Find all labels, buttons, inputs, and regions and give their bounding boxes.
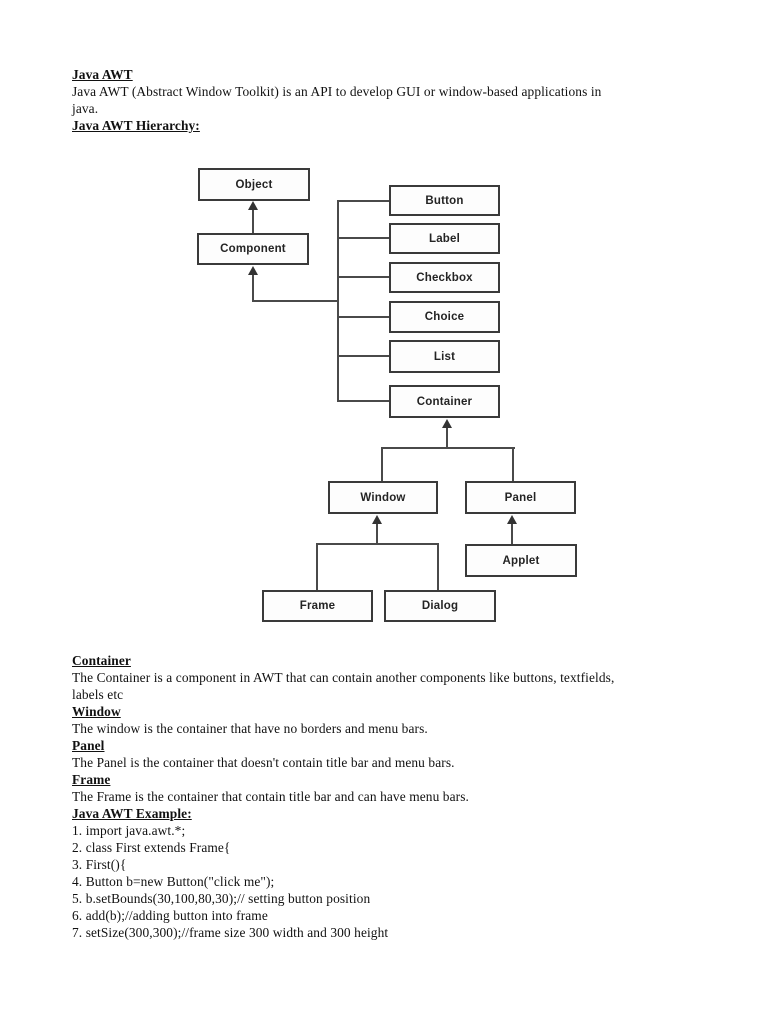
connector-window-children-vertical [376,524,378,545]
node-container: Container [389,385,500,418]
node-choice: Choice [389,301,500,333]
arrowhead-to-component [248,266,258,275]
heading-java-awt: Java AWT [72,67,133,82]
connector-stub-checkbox [339,276,389,278]
node-label: Label [389,223,500,254]
connector-stub-container [339,400,389,402]
container-line-2: labels etc [72,687,124,702]
connector-to-panel [512,447,514,481]
frame-line-1: The Frame is the container that contain … [72,789,469,804]
heading-window: Window [72,704,121,719]
panel-line-1: The Panel is the container that doesn't … [72,755,455,770]
node-component: Component [197,233,309,265]
arrowhead-to-container [442,419,452,428]
node-dialog: Dialog [384,590,496,622]
connector-children-component-horizontal [252,300,339,302]
arrowhead-to-object [248,201,258,210]
intro-line-1: Java AWT (Abstract Window Toolkit) is an… [72,84,602,99]
heading-hierarchy: Java AWT Hierarchy: [72,118,200,133]
code-line: 2. class First extends Frame{ [72,840,231,855]
connector-stub-label [339,237,389,239]
connector-container-children-vertical [446,428,448,449]
connector-to-frame [316,543,318,590]
arrowhead-to-panel [507,515,517,524]
connector-applet-panel [511,524,513,544]
node-panel: Panel [465,481,576,514]
connector-window-panel-horizontal [381,447,515,449]
node-object: Object [198,168,310,201]
code-line: 5. b.setBounds(30,100,80,30);// setting … [72,891,371,906]
connector-to-window [381,447,383,481]
node-button: Button [389,185,500,216]
node-checkbox: Checkbox [389,262,500,293]
code-line: 4. Button b=new Button("click me"); [72,874,275,889]
heading-frame: Frame [72,772,111,787]
connector-component-object [252,210,254,234]
intro-line-2: java. [72,101,99,116]
code-line: 6. add(b);//adding button into frame [72,908,268,923]
code-line: 7. setSize(300,300);//frame size 300 wid… [72,925,389,940]
connector-spine [337,200,339,402]
node-window: Window [328,481,438,514]
heading-container: Container [72,653,131,668]
connector-stub-button [339,200,389,202]
connector-frame-dialog-horizontal [316,543,439,545]
code-line: 1. import java.awt.*; [72,823,186,838]
connector-children-component-vertical [252,274,254,302]
connector-to-dialog [437,543,439,590]
window-line-1: The window is the container that have no… [72,721,428,736]
code-line: 3. First(){ [72,857,127,872]
definitions-section: Container The Container is a component i… [72,652,702,941]
heading-panel: Panel [72,738,105,753]
heading-example: Java AWT Example: [72,806,192,821]
node-frame: Frame [262,590,373,622]
node-applet: Applet [465,544,577,577]
node-list: List [389,340,500,373]
connector-stub-choice [339,316,389,318]
container-line-1: The Container is a component in AWT that… [72,670,615,685]
intro-section: Java AWT Java AWT (Abstract Window Toolk… [72,66,702,134]
arrowhead-to-window [372,515,382,524]
connector-stub-list [339,355,389,357]
